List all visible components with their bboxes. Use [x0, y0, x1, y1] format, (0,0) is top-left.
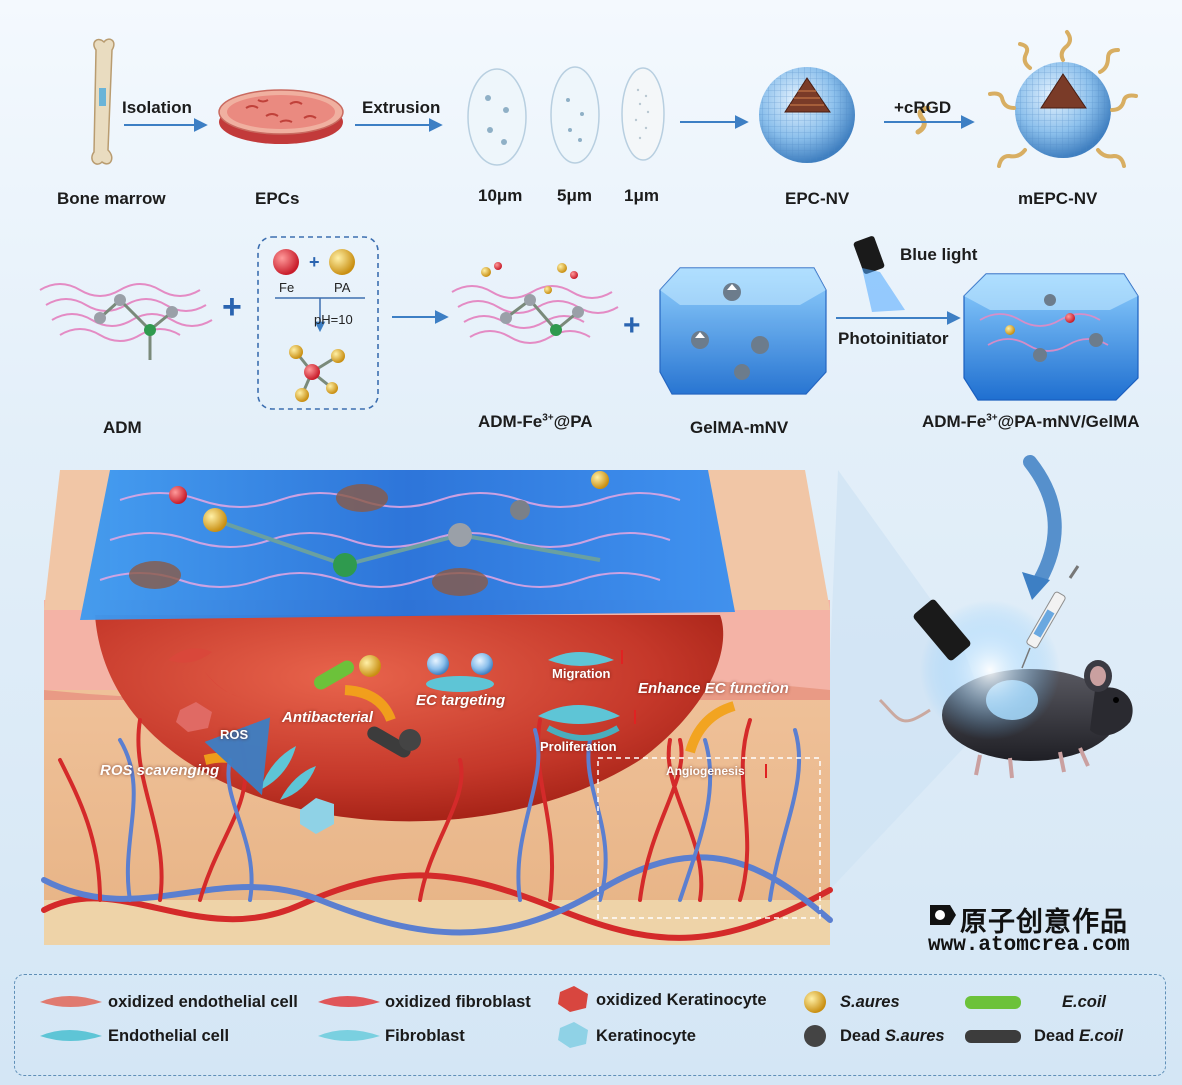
enhance-ec-function-label: Enhance EC function — [638, 680, 789, 697]
bone-icon — [91, 38, 115, 165]
hydrogel-cube-icon — [963, 273, 1139, 401]
nanovesicle-icon — [759, 67, 855, 163]
final-product-label: ADM-Fe3+@PA-mNV/GelMA — [922, 412, 1140, 431]
isolation-label: Isolation — [122, 98, 192, 117]
blue-light-lamp-icon — [913, 599, 971, 661]
keratinocyte-icon — [558, 1022, 588, 1048]
oxidized-endothelial-cell-icon — [40, 996, 102, 1007]
epc-nv-label: EPC-NV — [785, 189, 850, 208]
hydrogel-dressing — [80, 470, 735, 620]
adm-fe-pa-network-icon — [451, 262, 619, 344]
legend-e-coil: E.coil — [1062, 993, 1107, 1011]
up-arrows — [621, 650, 767, 778]
angiogenesis-box — [597, 757, 821, 919]
fe-pa-complex-icon — [289, 345, 345, 402]
nanovesicle-icon — [988, 30, 1138, 168]
oxidized-keratinocyte-icon — [176, 702, 212, 732]
crgd-peptide-icon — [915, 105, 931, 135]
dead-e-coil-icon — [965, 1030, 1021, 1043]
pa-molecule-icon — [329, 249, 355, 275]
filter-1um-label: 1μm — [624, 186, 659, 205]
legend-dead-e-coil: Dead E.coil — [1034, 1027, 1123, 1045]
crgd-label: +cRGD — [894, 98, 952, 117]
s-aures-bacteria-icon — [804, 991, 826, 1013]
watermark-name: 原子创意作品 — [960, 907, 1128, 938]
extrusion-label: Extrusion — [362, 98, 441, 117]
blue-light-lamp-icon — [853, 236, 905, 312]
blue-light-label: Blue light — [900, 245, 978, 264]
curved-arrow-head — [1022, 572, 1050, 600]
antibacterial-arrow — [344, 685, 396, 722]
oxidized-keratinocyte-icon — [558, 986, 588, 1012]
legend-oxidized-fibroblast: oxidized fibroblast — [385, 993, 531, 1011]
legend-fibroblast: Fibroblast — [385, 1027, 465, 1045]
legend-dead-s-aures: Dead S.aures — [840, 1027, 945, 1045]
legend-s-aures: S.aures — [840, 993, 900, 1011]
migration-label: Migration — [552, 666, 611, 681]
mepc-nv-label: mEPC-NV — [1018, 189, 1098, 208]
bone-marrow-label: Bone marrow — [57, 189, 166, 208]
mnv-targeting-icon — [426, 653, 494, 692]
ph-label: pH=10 — [314, 312, 353, 327]
antibacterial-label: Antibacterial — [282, 709, 373, 726]
fe-ion-icon — [273, 249, 299, 275]
legend-endothelial-cell: Endothelial cell — [108, 1027, 230, 1045]
proliferation-label: Proliferation — [540, 739, 617, 754]
legend-panel — [14, 974, 1166, 1076]
fe-label: Fe — [279, 280, 295, 295]
dead-e-coil-icon — [367, 726, 411, 758]
filter-10um-label: 10μm — [478, 186, 523, 205]
flow-arrows-row1 — [124, 115, 975, 132]
legend-oxidized-keratinocyte: oxidized Keratinocyte — [596, 991, 767, 1009]
fibroblast-proliferation-icon — [538, 705, 620, 741]
pa-label: PA — [334, 280, 351, 295]
ros-scavenging-label: ROS scavenging — [100, 762, 220, 779]
epcs-label: EPCs — [255, 189, 300, 208]
blood-vessel-icon — [41, 718, 833, 941]
reaction-bracket — [275, 297, 365, 333]
fe-pa-reaction-box — [257, 236, 379, 410]
watermark-url: www.atomcrea.com — [928, 934, 1130, 957]
plus-sign: + — [623, 309, 641, 342]
adm-label: ADM — [103, 418, 142, 437]
photoinitiator-label: Photoinitiator — [838, 329, 949, 348]
enhance-arrow — [685, 701, 736, 754]
fibroblast-migration-icon — [548, 652, 614, 666]
endothelial-cell-icon — [40, 1030, 102, 1041]
petri-dish-icon — [218, 89, 344, 144]
oxidized-fibroblast-icon — [318, 996, 380, 1007]
fibroblast-icon — [318, 1030, 380, 1041]
plus-sign-small: + — [309, 252, 320, 272]
zoom-wedge — [820, 470, 990, 900]
filter-membrane-icon — [467, 66, 665, 166]
filter-5um-label: 5μm — [557, 186, 592, 205]
syringe-icon — [1021, 565, 1080, 669]
gelma-mnv-label: GelMA-mNV — [690, 418, 789, 437]
e-coil-bacteria-icon — [314, 660, 354, 690]
keratinocyte-icon — [300, 798, 334, 834]
s-aures-bacteria-icon — [359, 655, 381, 677]
plus-sign: + — [222, 288, 242, 326]
e-coil-bacteria-icon — [965, 996, 1021, 1009]
legend-keratinocyte: Keratinocyte — [596, 1027, 696, 1045]
angiogenesis-label: Angiogenesis — [666, 764, 745, 778]
ros-arrow — [203, 717, 271, 796]
adm-network-icon — [39, 283, 213, 360]
ec-targeting-label: EC targeting — [416, 692, 506, 709]
dead-s-aures-icon — [399, 729, 421, 751]
oxidized-fibroblast-icon — [168, 648, 243, 698]
legend-oxidized-endothelial-cell: oxidized endothelial cell — [108, 993, 298, 1011]
adm-fe-pa-label: ADM-Fe3+@PA — [478, 412, 593, 431]
ros-label: ROS — [220, 727, 249, 742]
hydrogel-cube-icon — [659, 267, 827, 395]
atomcrea-logo-icon — [930, 905, 956, 925]
dead-s-aures-icon — [804, 1025, 826, 1047]
curved-arrow — [1023, 455, 1062, 587]
